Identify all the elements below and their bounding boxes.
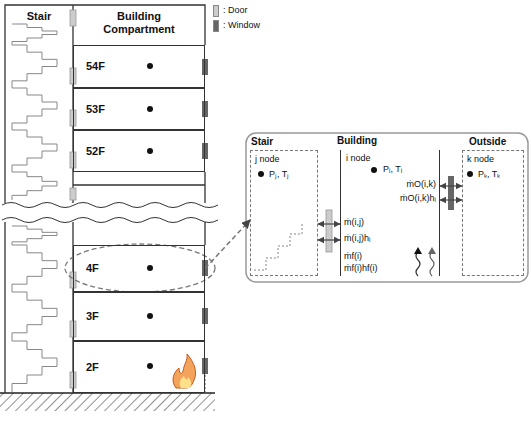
state-variables: Pⱼ, Tⱼ [269, 169, 289, 179]
fire-core [180, 376, 191, 388]
region-heading: Building [337, 135, 377, 147]
building-column: Building Compartment 54F 53F 52F 4F 3F 2F [73, 5, 205, 393]
legend-swatch [213, 5, 219, 17]
floor-box: 52F [73, 130, 205, 172]
arrowhead [414, 247, 422, 254]
stair-flight [12, 292, 57, 341]
floor-label: 52F [86, 145, 105, 158]
node-name: k node [467, 154, 494, 164]
stair-flight [12, 245, 57, 292]
floor-label: 54F [86, 60, 105, 73]
flow-label: ṁ(i,j) [344, 217, 364, 227]
floor-box: 53F [73, 88, 205, 130]
windows [202, 59, 208, 374]
floor-label: 2F [86, 361, 99, 374]
legend-text: : Window [223, 20, 260, 30]
state-variables: Pᵢ, Tᵢ [383, 164, 402, 174]
column-heading: Stair [5, 10, 73, 23]
inset-window [448, 176, 454, 210]
stair-column: Stair [5, 5, 73, 393]
stair-flight [12, 341, 57, 392]
flow-arrow [318, 239, 340, 240]
column-heading: Building Compartment [94, 10, 184, 36]
floor-box: 54F [73, 45, 205, 88]
node-name: j node [255, 154, 280, 164]
stair-flight [12, 130, 57, 172]
stair-flight [12, 172, 57, 200]
stair-node-region: Stairj nodePⱼ, Tⱼ [250, 150, 318, 276]
inset-frame [246, 133, 528, 282]
fire-flow-arrow [430, 252, 434, 276]
legend-text: : Door [223, 5, 248, 15]
flow-arrow [205, 220, 250, 269]
building-outline [73, 5, 205, 245]
node-name: i node [346, 153, 371, 163]
stair-flight [12, 88, 57, 130]
floor-box: 4F [73, 245, 205, 292]
flow-label: ṁO(i,k)hᵢ [400, 193, 436, 203]
region-heading: Outside [469, 136, 506, 148]
stair-outline [5, 5, 73, 393]
fire-flow-arrow [416, 252, 420, 276]
stair-flight [12, 45, 57, 88]
inset-dots [258, 167, 473, 177]
flow-label: ṁO(i,k) [407, 179, 437, 189]
flow-label: ṁf(i) [344, 251, 362, 261]
stair-steps [12, 24, 57, 392]
floor-box: 3F [73, 292, 205, 341]
fire-icon [173, 354, 196, 388]
legend-swatch [213, 20, 219, 32]
flow-arrow [440, 185, 462, 186]
inset-stair-steps [254, 222, 302, 270]
ground-hatch [0, 393, 215, 411]
flow-arrow [440, 199, 462, 200]
stair-flight [12, 24, 57, 45]
state-variables: Pₖ, Tₖ [478, 169, 500, 179]
break-mark [2, 218, 218, 223]
inset-door [326, 210, 332, 252]
stair-flight [12, 226, 57, 245]
floor-label: 53F [86, 103, 105, 116]
arrowhead [428, 247, 436, 254]
outside-node-region: Outsidek nodePₖ, Tₖ [462, 150, 524, 276]
floor-box: 2F [73, 341, 205, 393]
flow-label: ṁ(i,j)hᵢ [344, 233, 370, 243]
floor-label: 3F [86, 310, 99, 323]
region-heading: Stair [251, 136, 273, 148]
flow-arrow [318, 223, 340, 224]
break-mark [2, 203, 218, 208]
floor-label: 4F [86, 262, 99, 275]
zoom-ellipse [65, 244, 215, 292]
flow-label: ṁf(i)hf(i) [344, 263, 378, 273]
node-dots [147, 63, 153, 369]
